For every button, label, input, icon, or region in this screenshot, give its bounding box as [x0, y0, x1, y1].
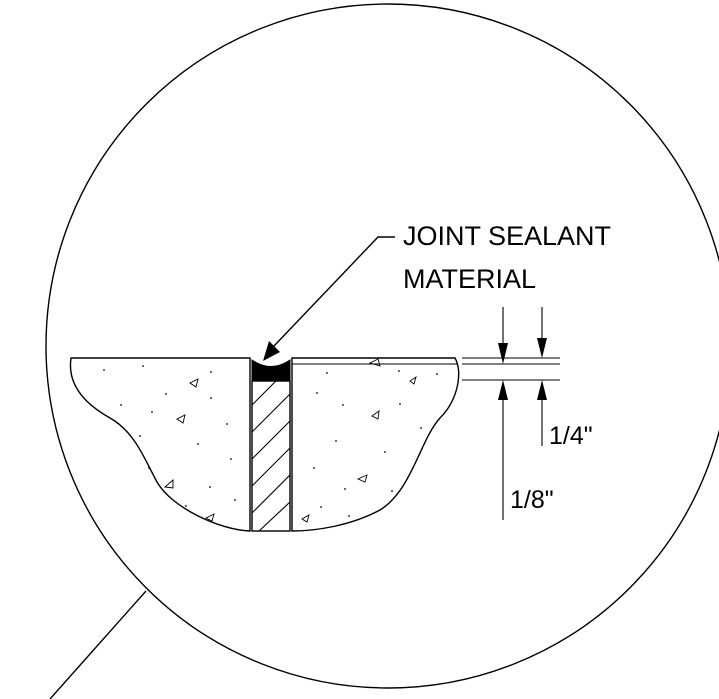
right-concrete-slab [291, 357, 460, 532]
detail-leader-line [49, 590, 147, 699]
joint-sealant [251, 359, 291, 382]
concrete-stipple [103, 365, 438, 517]
dimension-extension-lines [462, 357, 560, 381]
dimension-outer [537, 307, 547, 446]
joint-filler-board [251, 380, 291, 532]
callout-leader [273, 236, 395, 347]
dimension-outer-label: 1/4" [549, 422, 593, 450]
filler-hatching [251, 380, 291, 532]
detail-circle [45, 3, 719, 689]
callout-arrowhead [263, 341, 280, 361]
dimension-inner-label: 1/8" [510, 486, 554, 514]
left-concrete-slab [69, 357, 251, 532]
callout-label-line1: JOINT SEALANT [403, 221, 611, 251]
dimension-inner [498, 307, 508, 520]
callout-label-line2: MATERIAL [403, 264, 536, 294]
aggregate-triangles [163, 358, 417, 523]
